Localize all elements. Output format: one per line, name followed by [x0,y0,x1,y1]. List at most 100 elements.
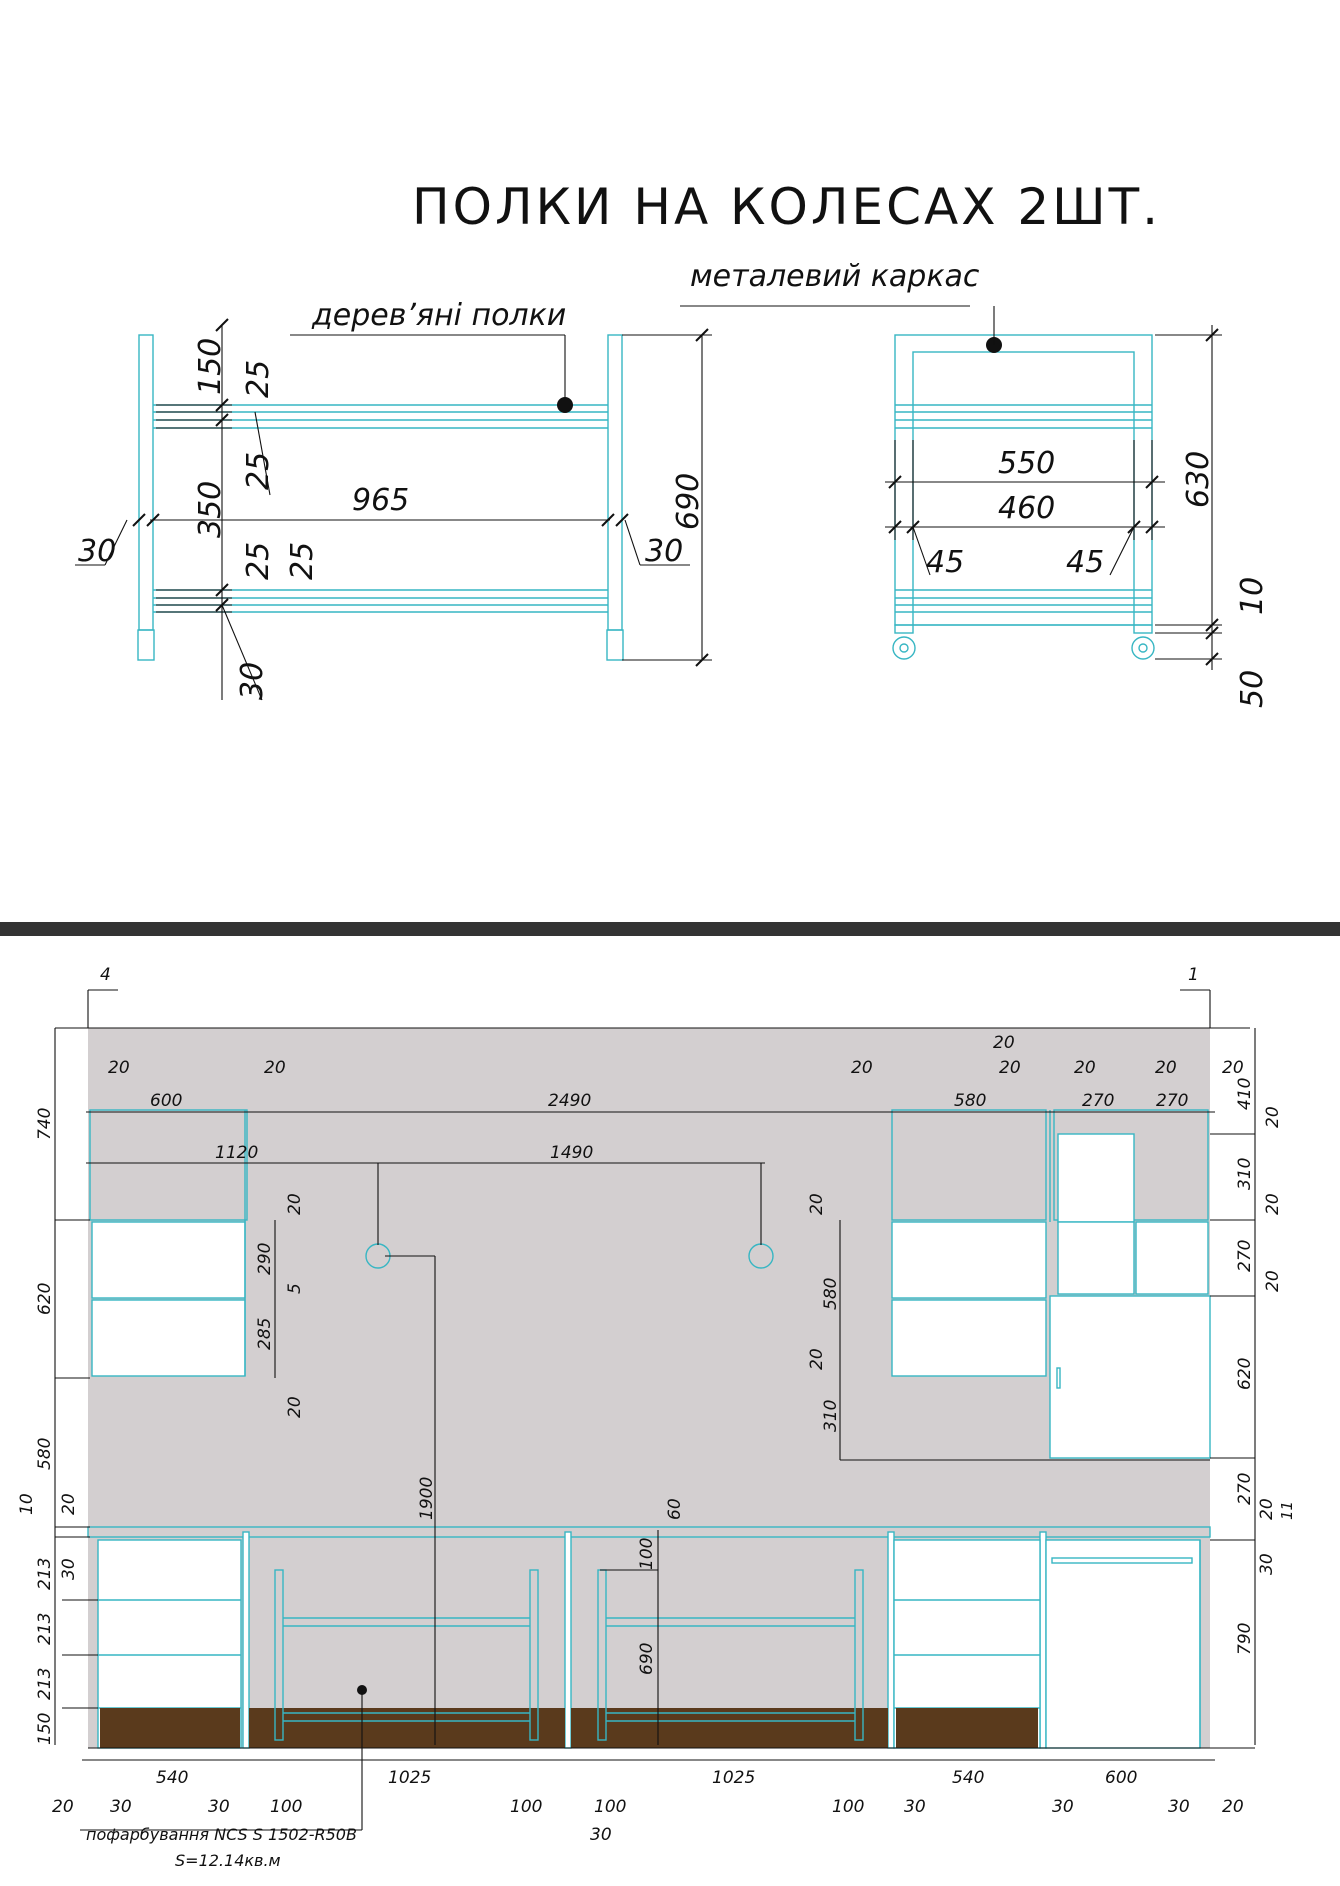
area-callout: S=12.14кв.м [175,1851,281,1870]
dim-460: 460 [998,491,1055,526]
dimension-label: 5 [285,1283,305,1294]
dimension-label: 11 [1278,1501,1296,1520]
dimension-label: 20 [993,1033,1015,1053]
dimension-label: 580 [821,1278,841,1310]
dimension-label: 213 [35,1668,55,1700]
dim-350: 350 [193,481,228,538]
dimension-label: 270 [1082,1091,1114,1111]
trolley-front-dimensions [75,318,712,701]
dimension-label: 30 [110,1797,132,1817]
plinth-right [896,1708,1038,1748]
dimension-label: 30 [904,1797,926,1817]
dim-30-left: 30 [78,534,116,569]
dimension-label: 20 [1263,1270,1283,1292]
dimension-label: 20 [807,1348,827,1370]
dim-30-right: 30 [645,534,683,569]
view-marker-4: 4 [100,965,111,985]
dim-25-a: 25 [241,360,276,398]
section-separator [0,922,1340,936]
dimension-label: 150 [35,1713,55,1745]
trolley-side-dimensions [680,305,1222,670]
dimension-label: 20 [999,1058,1021,1078]
dimension-label: 60 [665,1498,685,1520]
plinth-left [100,1708,240,1748]
dimension-label: 100 [270,1797,302,1817]
dimension-label: 20 [52,1797,74,1817]
dim-690: 690 [671,473,706,530]
dimension-label: 20 [285,1396,305,1418]
dimension-label: 30 [59,1558,79,1580]
label-metal-frame: металевий каркас [690,259,980,294]
dimension-label: 20 [807,1193,827,1215]
dim-25-b: 25 [241,452,276,490]
dimension-label: 20 [59,1493,79,1515]
dimension-label: 580 [35,1438,55,1470]
dimension-label: 270 [1156,1091,1188,1111]
dim-965: 965 [352,483,409,518]
label-wooden-shelves: дерев’яні полки [311,298,566,333]
dimension-label: 30 [1257,1553,1277,1575]
dimension-label: 100 [832,1797,864,1817]
view-marker-1: 1 [1188,965,1199,985]
dimension-label: 1025 [388,1768,431,1788]
plinth-niche-1 [249,1708,565,1748]
dimension-label: 270 [1235,1240,1255,1272]
dimension-label: 600 [1105,1768,1137,1788]
drawing-title: ПОЛКИ НА КОЛЕСАХ 2ШТ. [412,178,1161,236]
dimension-label: 20 [1074,1058,1096,1078]
dim-45-left: 45 [926,545,964,580]
plinth-niche-2 [571,1708,888,1748]
dimension-label: 20 [1155,1058,1177,1078]
dimension-label: 620 [1235,1358,1255,1390]
dimension-label: 30 [590,1825,612,1845]
dimension-label: 30 [208,1797,230,1817]
dim-150: 150 [193,338,228,395]
dimension-label: 30 [1052,1797,1074,1817]
trolley-front-dim-labels: 150 25 25 350 965 690 30 30 25 25 30 [78,338,706,700]
dimension-label: 100 [510,1797,542,1817]
dim-30-bottom: 30 [235,662,270,700]
dim-50: 50 [1235,670,1270,708]
wall-elevation [87,1028,1211,1749]
dimension-label: 20 [1263,1193,1283,1215]
dimension-label: 740 [35,1108,55,1140]
dimension-label: 285 [255,1318,275,1350]
dimension-label: 310 [821,1400,841,1432]
dim-630: 630 [1181,451,1216,508]
elevation-dim-labels: 4 1 20 600 20 2490 20 580 20 20 20 20 27… [17,965,1296,1845]
dimension-label: 100 [637,1538,657,1570]
dim-550: 550 [998,446,1055,481]
dimension-label: 20 [851,1058,873,1078]
dimension-label: 600 [150,1091,182,1111]
dimension-label: 20 [1222,1797,1244,1817]
dim-25-d: 25 [285,542,320,580]
paint-callout: пофарбування NCS S 1502-R50B [86,1825,357,1844]
dimension-label: 310 [1235,1158,1255,1190]
dimension-label: 790 [1235,1623,1255,1655]
dimension-label: 290 [255,1243,275,1275]
dimension-label: 1900 [417,1477,437,1520]
dimension-label: 690 [637,1643,657,1675]
dimension-label: 2490 [548,1091,591,1111]
dimension-label: 20 [285,1193,305,1215]
dimension-label: 100 [594,1797,626,1817]
dimension-label: 20 [264,1058,286,1078]
dimension-label: 213 [35,1613,55,1645]
dim-45-right: 45 [1066,545,1104,580]
dimension-label: 213 [35,1558,55,1590]
dimension-label: 620 [35,1283,55,1315]
dimension-label: 410 [1235,1078,1255,1110]
dimension-label: 1025 [712,1768,755,1788]
dimension-label: 20 [108,1058,130,1078]
dimension-label: 20 [1257,1498,1277,1520]
dim-25-c: 25 [241,542,276,580]
dimension-label: 10 [17,1493,37,1515]
dimension-label: 540 [156,1768,188,1788]
dimension-label: 270 [1235,1473,1255,1505]
dimension-label: 1120 [215,1143,258,1163]
dimension-label: 30 [1168,1797,1190,1817]
dim-10: 10 [1235,577,1270,615]
dimension-label: 1490 [550,1143,593,1163]
dimension-label: 580 [954,1091,986,1111]
